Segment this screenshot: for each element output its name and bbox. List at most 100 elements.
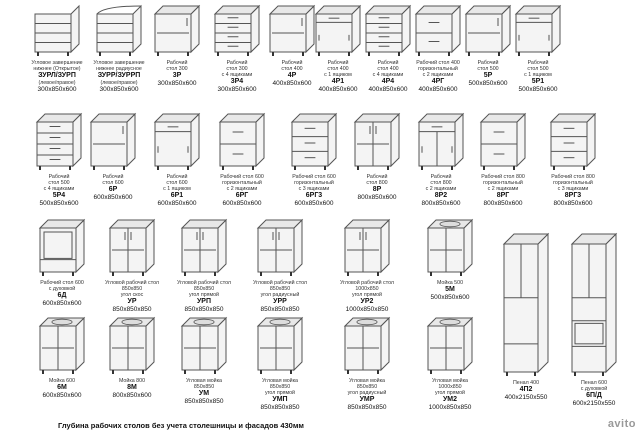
cabinet-description: угол радиусный bbox=[260, 292, 300, 298]
cabinet-drawing bbox=[89, 112, 137, 170]
cabinet-drawing bbox=[153, 112, 201, 170]
cabinet-description: стол 500 bbox=[477, 66, 499, 72]
cabinet-drawing bbox=[426, 316, 474, 374]
cabinet-description: 850x850 bbox=[121, 286, 143, 292]
cabinet-drawing bbox=[218, 112, 266, 170]
cabinet-drawing bbox=[426, 218, 474, 276]
cabinet-description: Рабочий bbox=[166, 60, 188, 66]
cabinet-description: с 2 ящиками bbox=[422, 72, 454, 78]
watermark-logo: avito bbox=[607, 418, 636, 430]
cabinet-code: УР bbox=[127, 298, 137, 305]
cabinet-description: угол прямой bbox=[264, 390, 295, 396]
cabinet-code: 4Р1 bbox=[331, 78, 345, 85]
cabinet-drawing bbox=[364, 4, 412, 56]
cabinet-drawing bbox=[417, 112, 465, 170]
cabinet-description: стол 400 bbox=[377, 66, 399, 72]
cabinet-description: Рабочий bbox=[48, 174, 70, 180]
cabinet-code: 5Р bbox=[483, 72, 493, 79]
cabinet-description: Рабочий bbox=[102, 174, 124, 180]
cabinet-description: Рабочий стол 600 bbox=[40, 280, 84, 286]
cabinet-code: 4Р4 bbox=[381, 78, 395, 85]
cabinet-dimensions: 1000x850x850 bbox=[345, 306, 389, 313]
cabinet-description: Рабочий bbox=[281, 60, 303, 66]
cabinet-description: Рабочий bbox=[377, 60, 399, 66]
cabinet-description: Рабочий стол 800 bbox=[481, 174, 525, 180]
cabinet-code: УР2 bbox=[360, 298, 374, 305]
cabinet-description: Угловое завершение bbox=[93, 60, 145, 66]
cabinet-description: Угловой рабочий стол bbox=[104, 280, 159, 286]
cabinet-dimensions: 400x2150x550 bbox=[504, 394, 548, 401]
cabinet-dimensions: 500x850x600 bbox=[468, 80, 508, 87]
cabinet-description: стол 500 bbox=[48, 180, 70, 186]
cabinet-description: Мойка 500 bbox=[436, 280, 464, 286]
cabinet-description: Мойка 600 bbox=[48, 378, 76, 384]
cabinet-code: УМП bbox=[272, 396, 288, 403]
cabinet-description: Рабочий стол 600 bbox=[292, 174, 336, 180]
cabinet-variant: (левое/правое) bbox=[100, 80, 138, 86]
cabinet-dimensions: 600x2150x550 bbox=[572, 400, 616, 407]
cabinet-description: Пенал 600 bbox=[580, 380, 608, 386]
cabinet-description: Мойка 800 bbox=[118, 378, 146, 384]
cabinet-drawing bbox=[514, 4, 562, 56]
cabinet-drawing bbox=[256, 218, 304, 276]
cabinet-description: Рабочий bbox=[366, 174, 388, 180]
cabinet-description: Рабочий стол 400 bbox=[416, 60, 460, 66]
cabinet-drawing bbox=[414, 4, 462, 56]
cabinet-dimensions: 600x850x600 bbox=[157, 200, 197, 207]
cabinet-description: Рабочий bbox=[226, 60, 248, 66]
cabinet-description: нижнее радиусное bbox=[96, 66, 142, 72]
cabinet-code: 5Р1 bbox=[531, 78, 545, 85]
cabinet-description: угол скос bbox=[120, 292, 144, 298]
cabinet-description: 850x850 bbox=[193, 286, 215, 292]
cabinet-dimensions: 600x850x600 bbox=[93, 194, 133, 201]
cabinet-dimensions: 500x850x600 bbox=[430, 294, 470, 301]
cabinet-code: 6Р1 bbox=[170, 192, 184, 199]
cabinet-dimensions: 600x850x600 bbox=[222, 200, 262, 207]
cabinet-drawing bbox=[314, 4, 362, 56]
cabinet-drawing bbox=[549, 112, 597, 170]
cabinet-dimensions: 400x850x600 bbox=[368, 86, 408, 93]
cabinet-description: Рабочий bbox=[477, 60, 499, 66]
cabinet-description: с 1 ящиком bbox=[324, 72, 352, 78]
cabinet-dimensions: 850x850x850 bbox=[184, 398, 224, 405]
cabinet-dimensions: 600x850x600 bbox=[294, 200, 334, 207]
cabinet-dimensions: 850x850x850 bbox=[184, 306, 224, 313]
cabinet-drawing bbox=[108, 218, 156, 276]
cabinet-description: Угловое завершение bbox=[31, 60, 83, 66]
cabinet-description: Рабочий bbox=[166, 174, 188, 180]
cabinet-description: Угловой рабочий стол bbox=[176, 280, 231, 286]
cabinet-code: 3Р bbox=[172, 72, 182, 79]
cabinet-code: 8Р2 bbox=[434, 192, 448, 199]
cabinet-dimensions: 1000x850x850 bbox=[428, 404, 472, 411]
